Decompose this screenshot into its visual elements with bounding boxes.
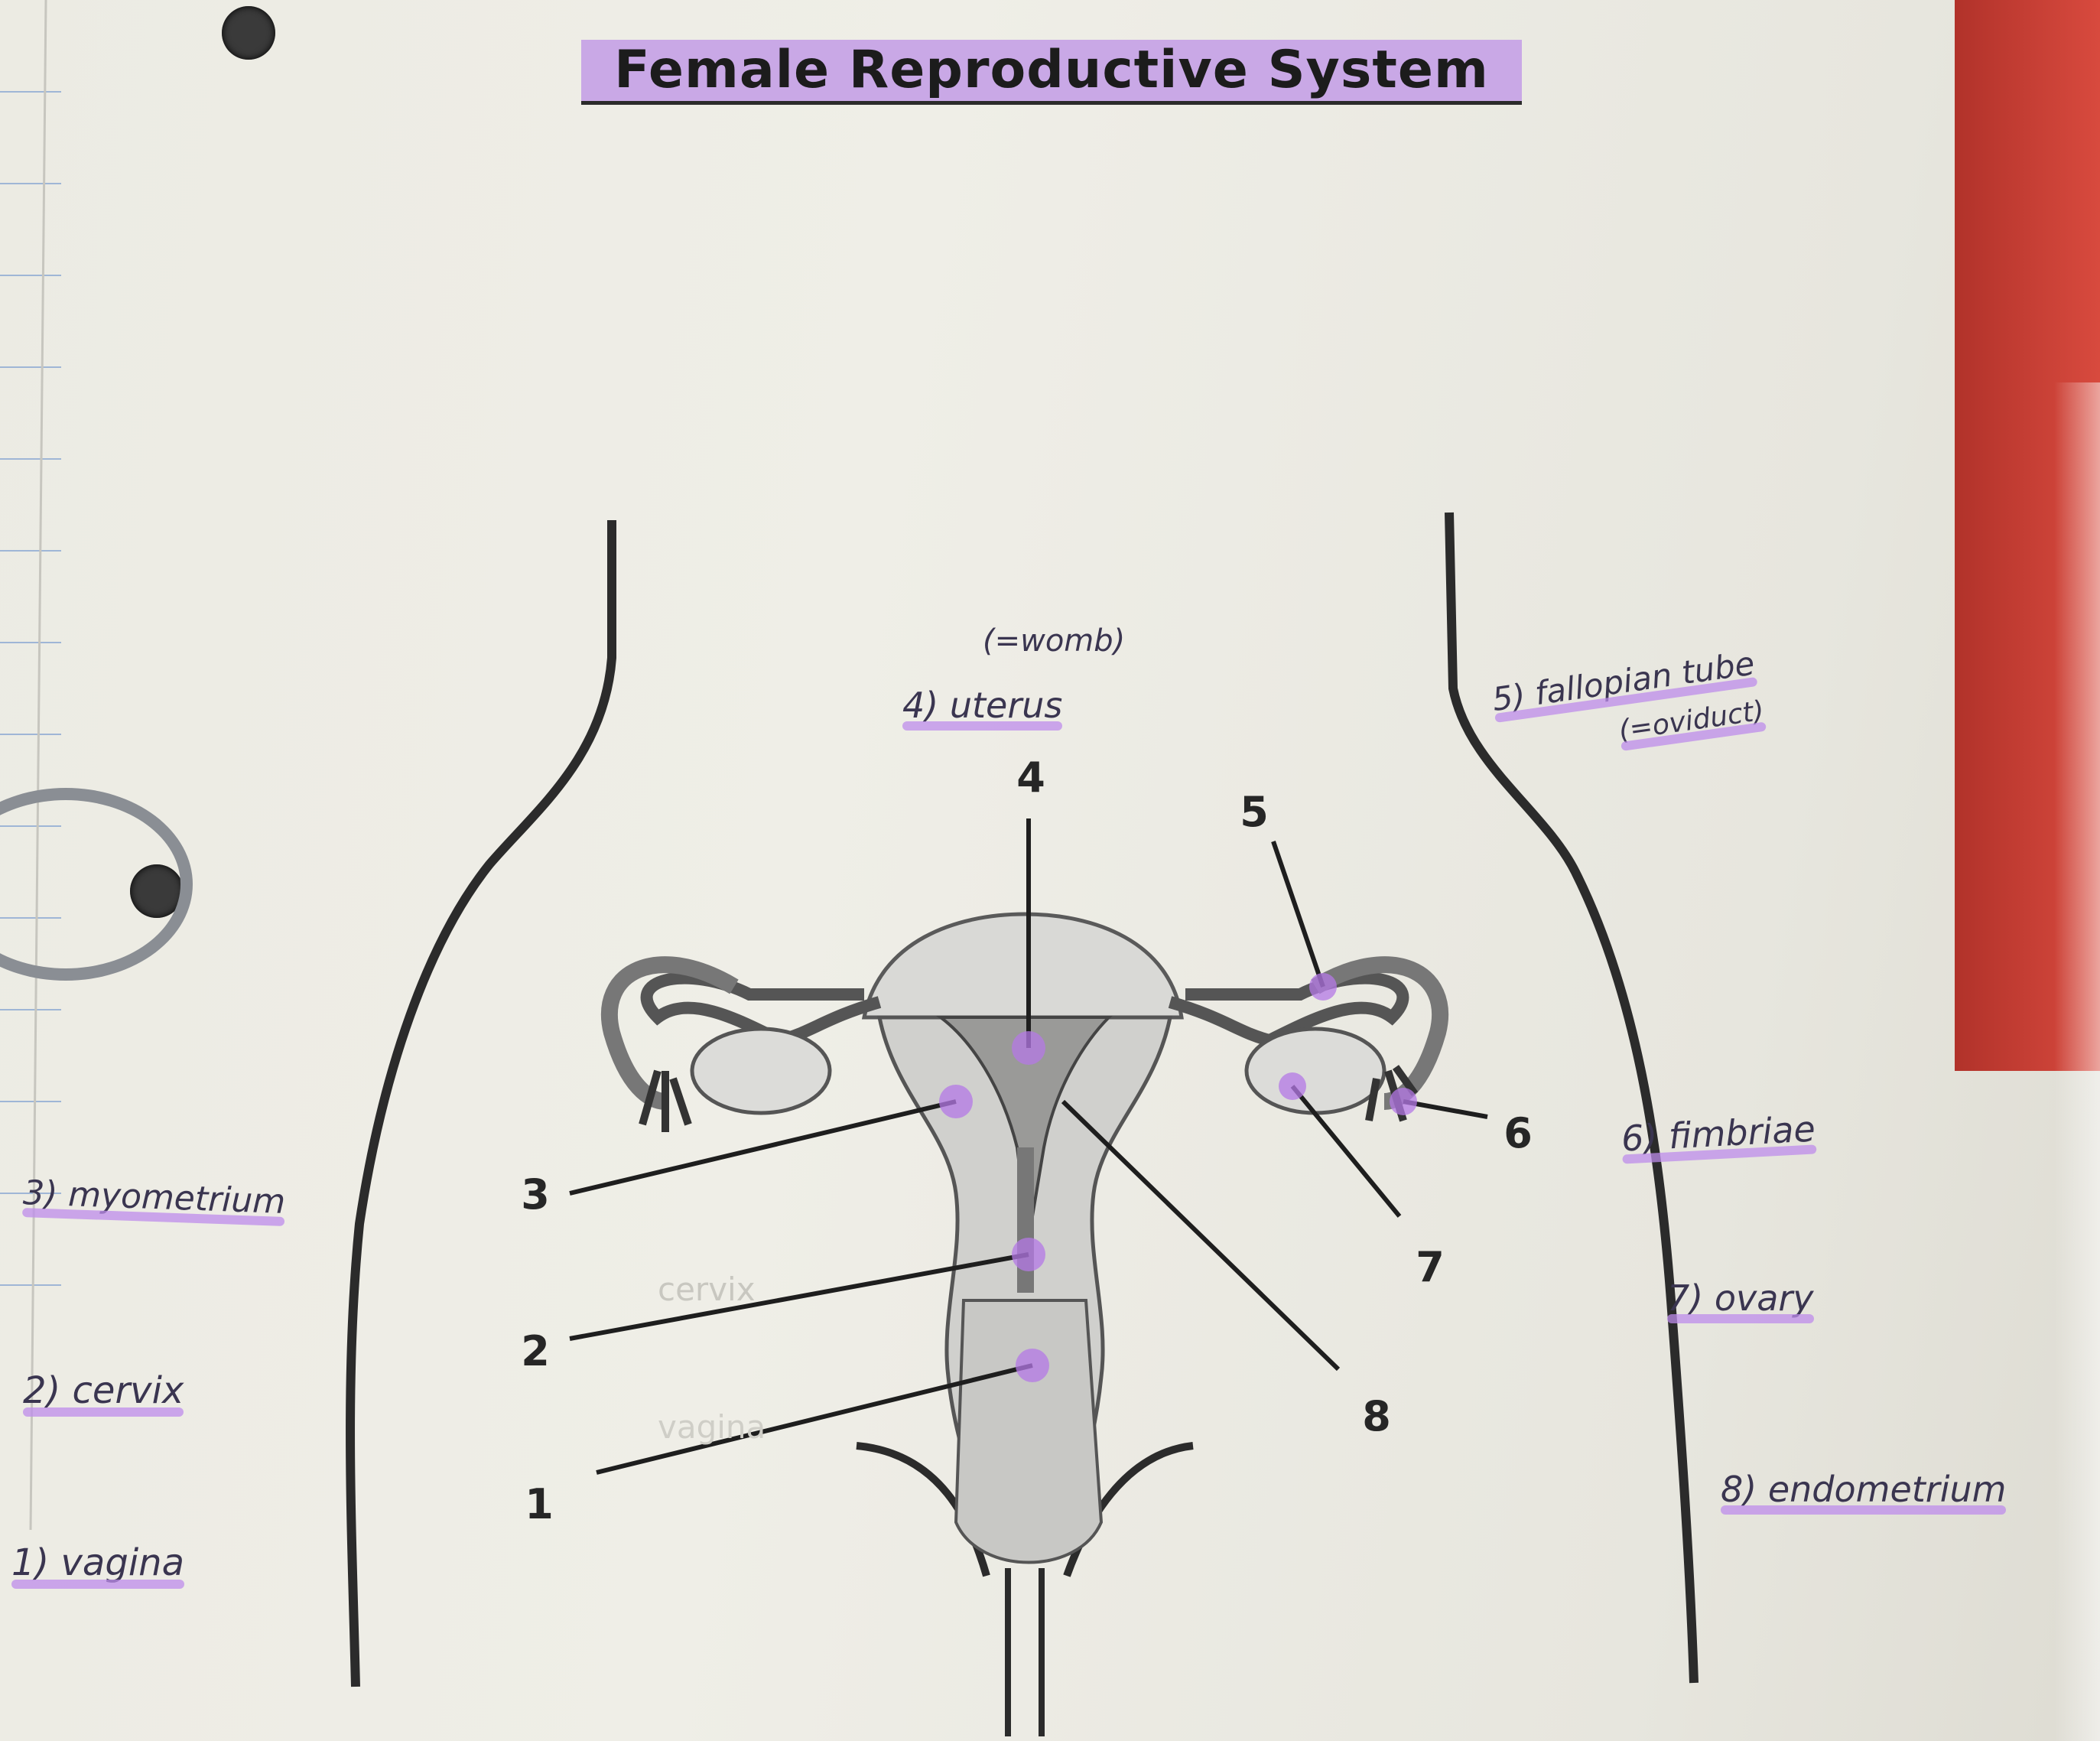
uterus-text: 4) uterus: [902, 685, 1063, 726]
diagram-number-1: 1: [516, 1480, 562, 1529]
body-outline-right: [1445, 512, 1699, 1684]
handwritten-ovary: 7) ovary: [1667, 1277, 1814, 1323]
handwritten-myometrium: 3) myometrium: [22, 1173, 286, 1226]
body-outline-left: [346, 520, 616, 1687]
leader-2: [569, 1252, 1029, 1341]
leader-8: [1061, 1099, 1341, 1372]
plastic-sleeve: [2054, 382, 2100, 1741]
left-tube-loop: [600, 956, 739, 1110]
diagram-number-3: 3: [512, 1170, 558, 1219]
leader-5: [1271, 841, 1325, 988]
marker-3: [939, 1085, 973, 1118]
vagina-highlight: [11, 1580, 184, 1589]
marker-7: [1279, 1072, 1306, 1100]
marker-4: [1012, 1031, 1045, 1065]
thigh-curve-right: [1063, 1442, 1194, 1577]
diagram-number-4: 4: [1008, 753, 1054, 802]
diagram-number-7: 7: [1407, 1243, 1453, 1292]
diagram-number-6: 6: [1495, 1109, 1541, 1158]
handwritten-uterus: 4) uterus: [902, 685, 1063, 731]
thigh-curve-left: [856, 1442, 990, 1577]
leader-7: [1290, 1085, 1402, 1218]
endometrium-highlight: [1721, 1505, 2007, 1515]
diagram-number-5: 5: [1231, 788, 1277, 837]
marker-6: [1390, 1088, 1417, 1115]
right-fallopian-tube: [1168, 971, 1409, 1047]
vagina-text: 1) vagina: [11, 1541, 184, 1584]
womb-note-text: (=womb): [983, 623, 1126, 659]
handwritten-cervix: 2) cervix: [23, 1369, 184, 1417]
left-ovary: [690, 1027, 832, 1115]
page-title: Female Reproductive System: [614, 40, 1489, 100]
right-ovary: [1244, 1027, 1386, 1115]
cervix-text: 2) cervix: [23, 1369, 184, 1412]
handwritten-vagina: 1) vagina: [11, 1541, 184, 1589]
ovary-highlight: [1667, 1314, 1814, 1323]
marker-1: [1016, 1349, 1049, 1382]
left-fallopian-tube: [640, 971, 882, 1047]
uterus-highlight: [902, 721, 1063, 731]
handwritten-womb-note: (=womb): [983, 623, 1125, 659]
diagram-number-2: 2: [512, 1327, 558, 1376]
leader-3: [569, 1099, 957, 1196]
ovary-text: 7) ovary: [1667, 1277, 1814, 1319]
cervix-highlight: [23, 1407, 184, 1417]
endometrium-text: 8) endometrium: [1721, 1469, 2007, 1510]
diagram-number-8: 8: [1354, 1392, 1399, 1441]
binder-hole-top: [222, 6, 275, 60]
faint-pencil-vagina: vagina: [658, 1408, 766, 1446]
left-fimbriae: [639, 1069, 692, 1132]
marker-5: [1309, 973, 1337, 1001]
handwritten-endometrium: 8) endometrium: [1721, 1469, 2007, 1515]
marker-2: [1012, 1238, 1045, 1271]
leader-6: [1403, 1099, 1488, 1119]
vagina-shape: [954, 1299, 1104, 1564]
faint-pencil-cervix: cervix: [658, 1271, 756, 1308]
title-highlight: Female Reproductive System: [581, 40, 1522, 105]
leader-1: [596, 1363, 1033, 1475]
uterus-fundus: [861, 912, 1184, 1020]
